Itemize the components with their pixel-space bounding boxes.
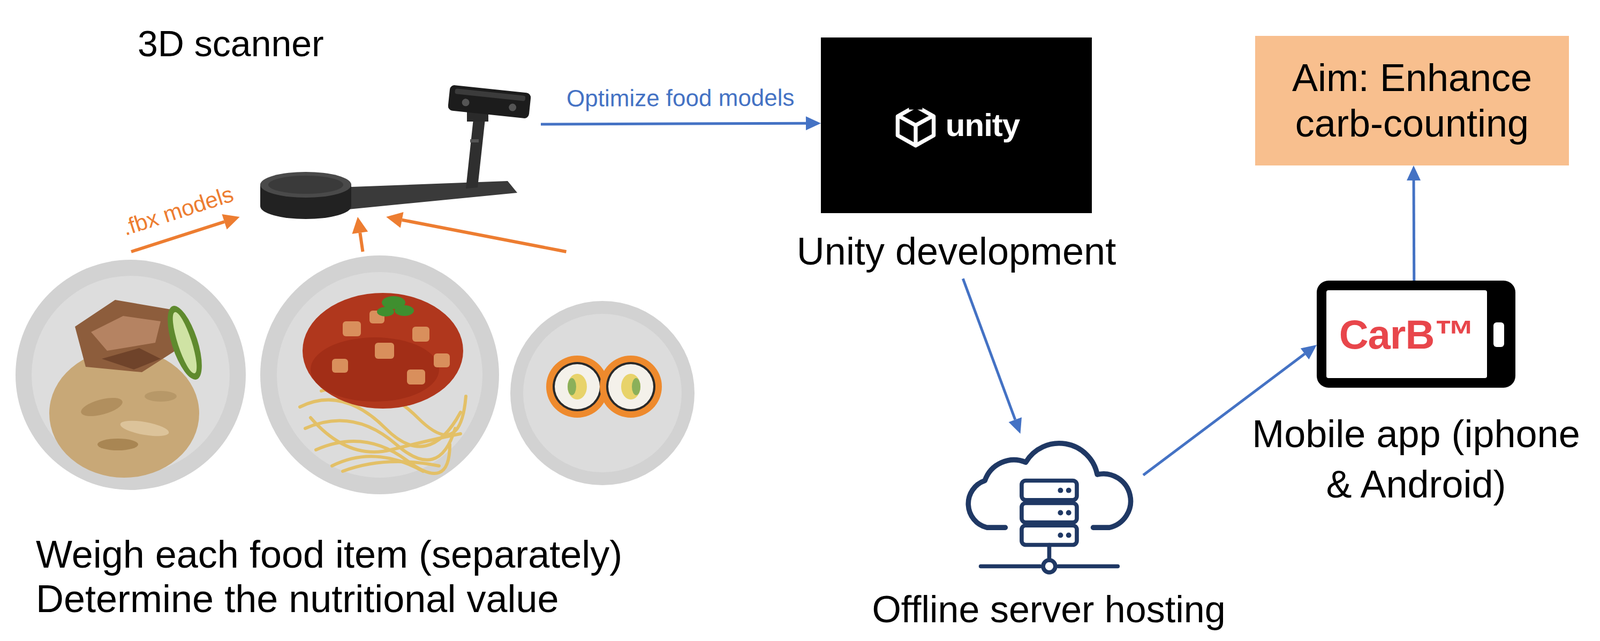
food-group-node: Weigh each food item (separately)Determi… (10, 251, 681, 638)
node-heading: Offline server hosting (871, 589, 1226, 631)
arrow-line (359, 232, 363, 252)
arrowhead (1008, 417, 1022, 434)
instruction-line: Weigh each food item (separately) (35, 532, 681, 577)
scanner-node: 3D scanner (133, 21, 541, 217)
arrow-line (540, 123, 806, 125)
aim-box: Aim: Enhance carb-counting (1255, 35, 1569, 166)
phone-node: CarB™Mobile app (iphone & Android) (1316, 280, 1516, 388)
arrowhead (1406, 165, 1421, 181)
server-cloud-node: Offline server hosting (954, 433, 1144, 582)
instruction-line: Determine the nutritional value (35, 576, 681, 622)
flow-arrow (386, 212, 566, 252)
flow-arrow (962, 278, 1022, 434)
scanner-drawing (260, 84, 532, 220)
node-heading: Unity development (796, 229, 1116, 274)
app-logo-text: CarB™ (1339, 311, 1475, 358)
flow-arrow (351, 216, 368, 252)
arrowhead (221, 214, 240, 230)
node-heading: Mobile app (iphone & Android) (1244, 409, 1588, 510)
arrow-line (962, 278, 1016, 420)
arrowhead (1300, 344, 1317, 360)
scanner-title: 3D scanner (137, 22, 324, 65)
plate-rice-chicken (15, 259, 246, 490)
edge-label: .fbx models (117, 180, 239, 242)
flow-arrow (1143, 344, 1317, 475)
flow-arrow (1406, 165, 1421, 281)
aim-text: Aim: Enhance carb-counting (1266, 55, 1558, 147)
plate-spaghetti (260, 255, 500, 495)
flow-arrow (540, 116, 821, 131)
plate-sushi (510, 300, 695, 486)
arrowhead (386, 212, 404, 228)
arrowhead (351, 216, 368, 235)
arrowhead (805, 116, 821, 131)
unity-logo (893, 102, 939, 148)
arrow-line (402, 220, 567, 252)
logo-text: unity (945, 106, 1020, 144)
unity-logo-box: unityUnity development (820, 37, 1092, 214)
cloud-server-icon (954, 433, 1144, 582)
edge-label: Optimize food models (564, 84, 797, 112)
arrow-line (1412, 180, 1416, 281)
